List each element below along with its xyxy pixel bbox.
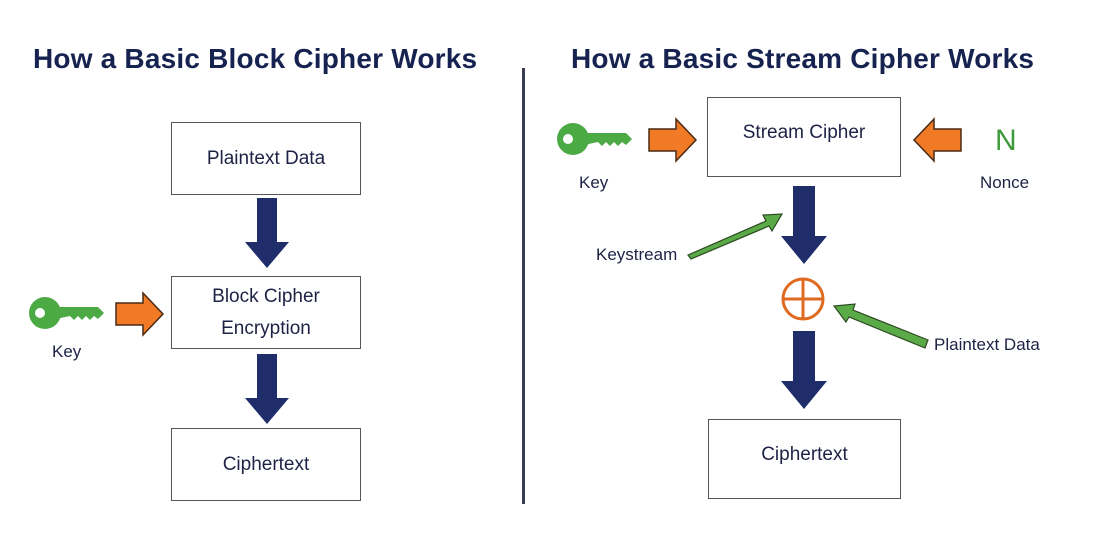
plaintext-data-box: Plaintext Data	[171, 122, 361, 195]
plaintext-data-label: Plaintext Data	[934, 335, 1040, 354]
down-arrow-icon	[781, 186, 827, 264]
ciphertext-label: Ciphertext	[222, 453, 310, 475]
encryption-label-line1: Block Cipher	[212, 285, 320, 307]
keystream-label: Keystream	[596, 245, 678, 264]
down-arrow-icon	[245, 198, 289, 268]
down-arrow-shape	[245, 198, 289, 268]
down-arrow-icon	[781, 331, 827, 409]
stream-ciphertext-box: Ciphertext	[708, 419, 901, 499]
left-arrow-icon	[912, 117, 962, 163]
nonce-symbol: N	[995, 124, 1017, 157]
nonce-label: Nonce	[980, 173, 1030, 192]
block-cipher-encryption-box: Block Cipher Encryption	[171, 276, 361, 349]
encryption-label-line2: Encryption	[221, 317, 311, 339]
block-cipher-title: How a Basic Block Cipher Works	[33, 43, 478, 74]
stream-key-label: Key	[579, 173, 609, 192]
down-arrow-icon	[245, 354, 289, 424]
right-arrow-icon	[115, 291, 165, 337]
key-icon	[557, 123, 632, 155]
key-icon	[29, 297, 104, 329]
keystream-arrow-icon	[687, 213, 784, 260]
right-arrow-icon	[648, 117, 698, 163]
stream-cipher-box: Stream Cipher	[707, 97, 901, 177]
ciphertext-box: Ciphertext	[171, 428, 361, 501]
plaintext-data-label: Plaintext Data	[206, 147, 326, 169]
stream-cipher-label: Stream Cipher	[742, 122, 866, 143]
plaintext-arrow-icon	[832, 303, 929, 349]
key-label: Key	[52, 342, 82, 361]
stream-cipher-title: How a Basic Stream Cipher Works	[571, 43, 1035, 74]
down-arrow-shape	[245, 354, 289, 424]
stream-ciphertext-label: Ciphertext	[761, 444, 848, 465]
xor-icon	[781, 277, 825, 321]
section-divider	[522, 68, 525, 504]
